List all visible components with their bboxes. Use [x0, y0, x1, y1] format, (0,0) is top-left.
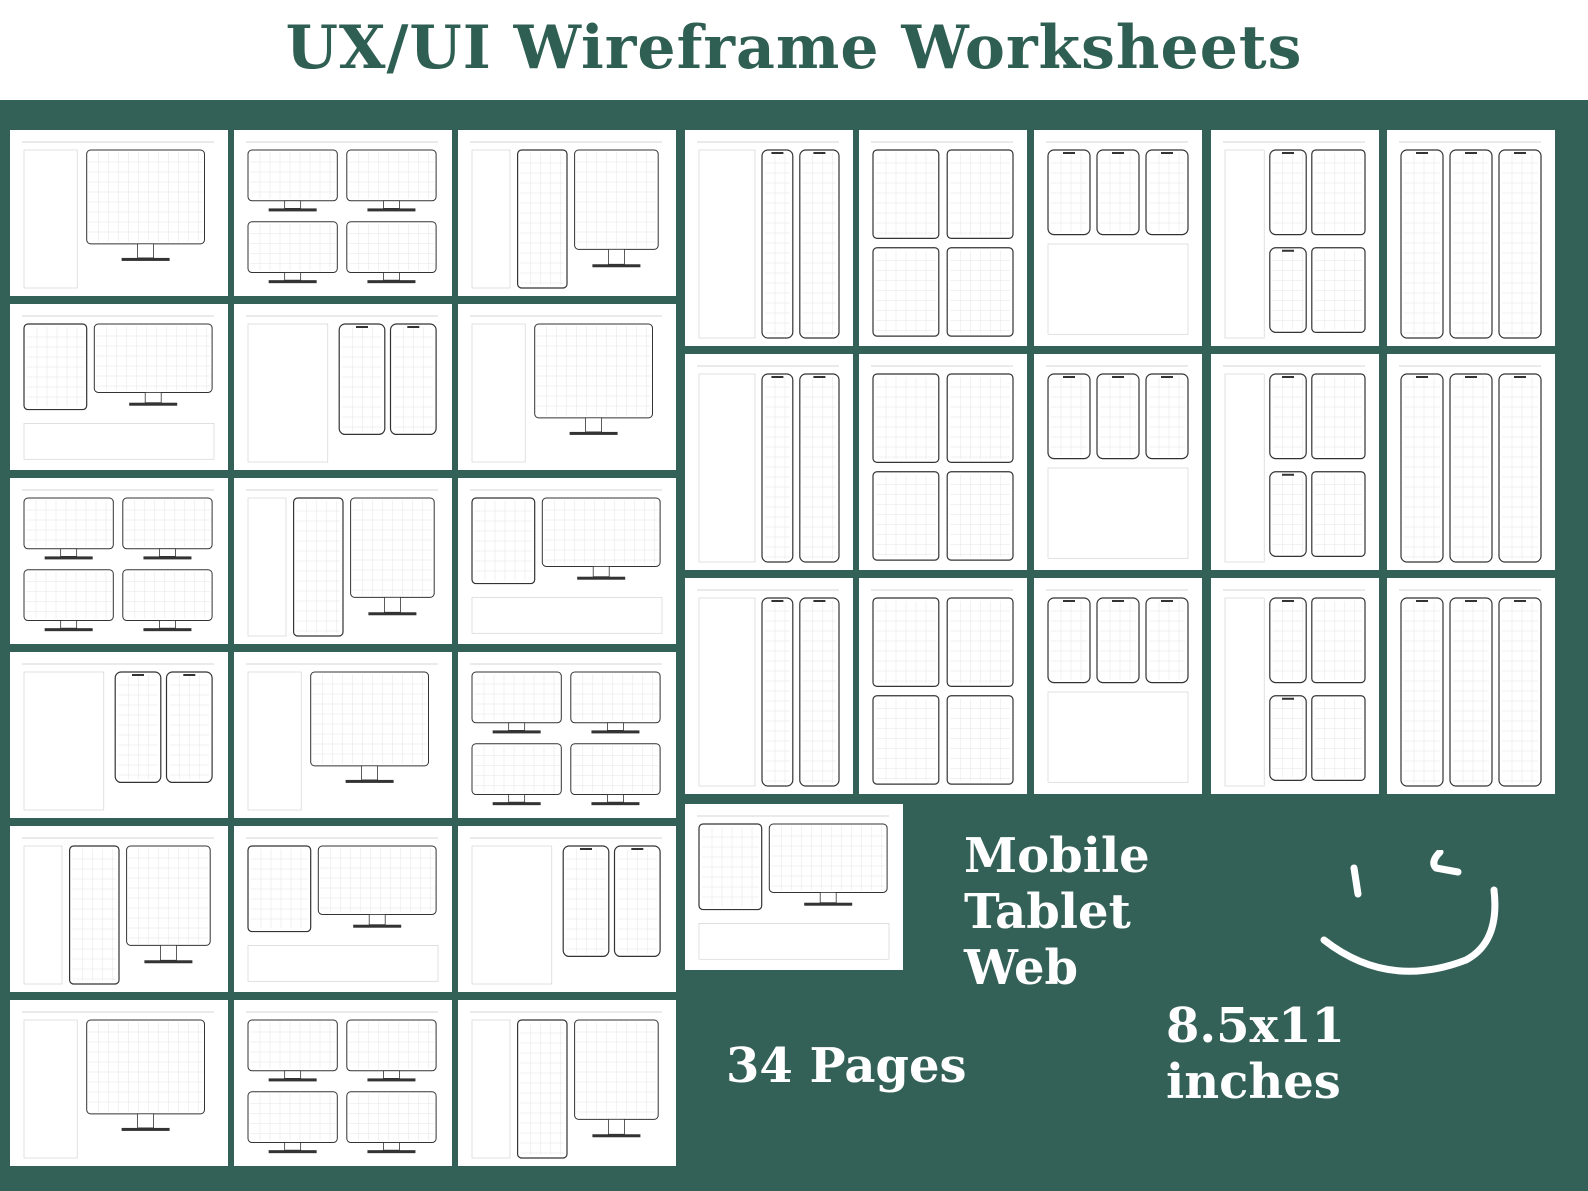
worksheet-thumbnail	[1387, 578, 1555, 794]
worksheet-thumbnail	[685, 578, 853, 794]
worksheet-thumbnail	[859, 354, 1027, 570]
worksheet-thumbnail	[458, 478, 676, 644]
worksheet-thumbnail	[234, 1000, 452, 1166]
worksheet-thumbnail	[1034, 354, 1202, 570]
worksheet-thumbnail	[1211, 354, 1379, 570]
page-title: UX/UI Wireframe Worksheets	[285, 13, 1303, 83]
worksheet-thumbnail	[1387, 130, 1555, 346]
worksheet-thumbnail	[1211, 578, 1379, 794]
worksheet-thumbnail	[10, 1000, 228, 1166]
worksheet-thumbnail	[685, 130, 853, 346]
worksheet-thumbnail	[859, 578, 1027, 794]
feature-tablet: Tablet	[964, 884, 1131, 940]
worksheet-thumbnail	[458, 1000, 676, 1166]
worksheet-thumbnail	[234, 826, 452, 992]
worksheet-thumbnail	[859, 130, 1027, 346]
worksheet-thumbnail	[1034, 130, 1202, 346]
worksheet-thumbnail	[10, 304, 228, 470]
smiley-icon	[1320, 850, 1499, 975]
worksheet-thumbnail	[234, 478, 452, 644]
paper-size-value: 8.5x11	[1166, 998, 1345, 1054]
worksheet-thumbnail	[458, 304, 676, 470]
feature-mobile: Mobile	[964, 828, 1150, 884]
worksheet-thumbnail	[458, 652, 676, 818]
worksheet-thumbnail	[458, 826, 676, 992]
worksheet-thumbnail	[1211, 130, 1379, 346]
worksheet-thumbnail	[10, 130, 228, 296]
worksheet-thumbnail	[10, 826, 228, 992]
worksheet-thumbnail	[1387, 354, 1555, 570]
page-count: 34 Pages	[726, 1038, 967, 1094]
paper-size-unit: inches	[1166, 1054, 1341, 1110]
worksheet-thumbnail	[685, 804, 903, 970]
device-feature-list: Mobile Tablet Web	[964, 828, 1150, 996]
worksheet-thumbnail	[234, 130, 452, 296]
worksheet-thumbnail	[685, 354, 853, 570]
feature-web: Web	[964, 940, 1079, 996]
worksheet-thumbnail	[458, 130, 676, 296]
worksheet-thumbnail	[10, 478, 228, 644]
worksheet-thumbnail	[10, 652, 228, 818]
paper-size: 8.5x11 inches	[1166, 998, 1345, 1110]
header: UX/UI Wireframe Worksheets	[0, 0, 1588, 100]
worksheet-thumbnail	[1034, 578, 1202, 794]
worksheet-thumbnail	[234, 652, 452, 818]
worksheet-thumbnail	[234, 304, 452, 470]
